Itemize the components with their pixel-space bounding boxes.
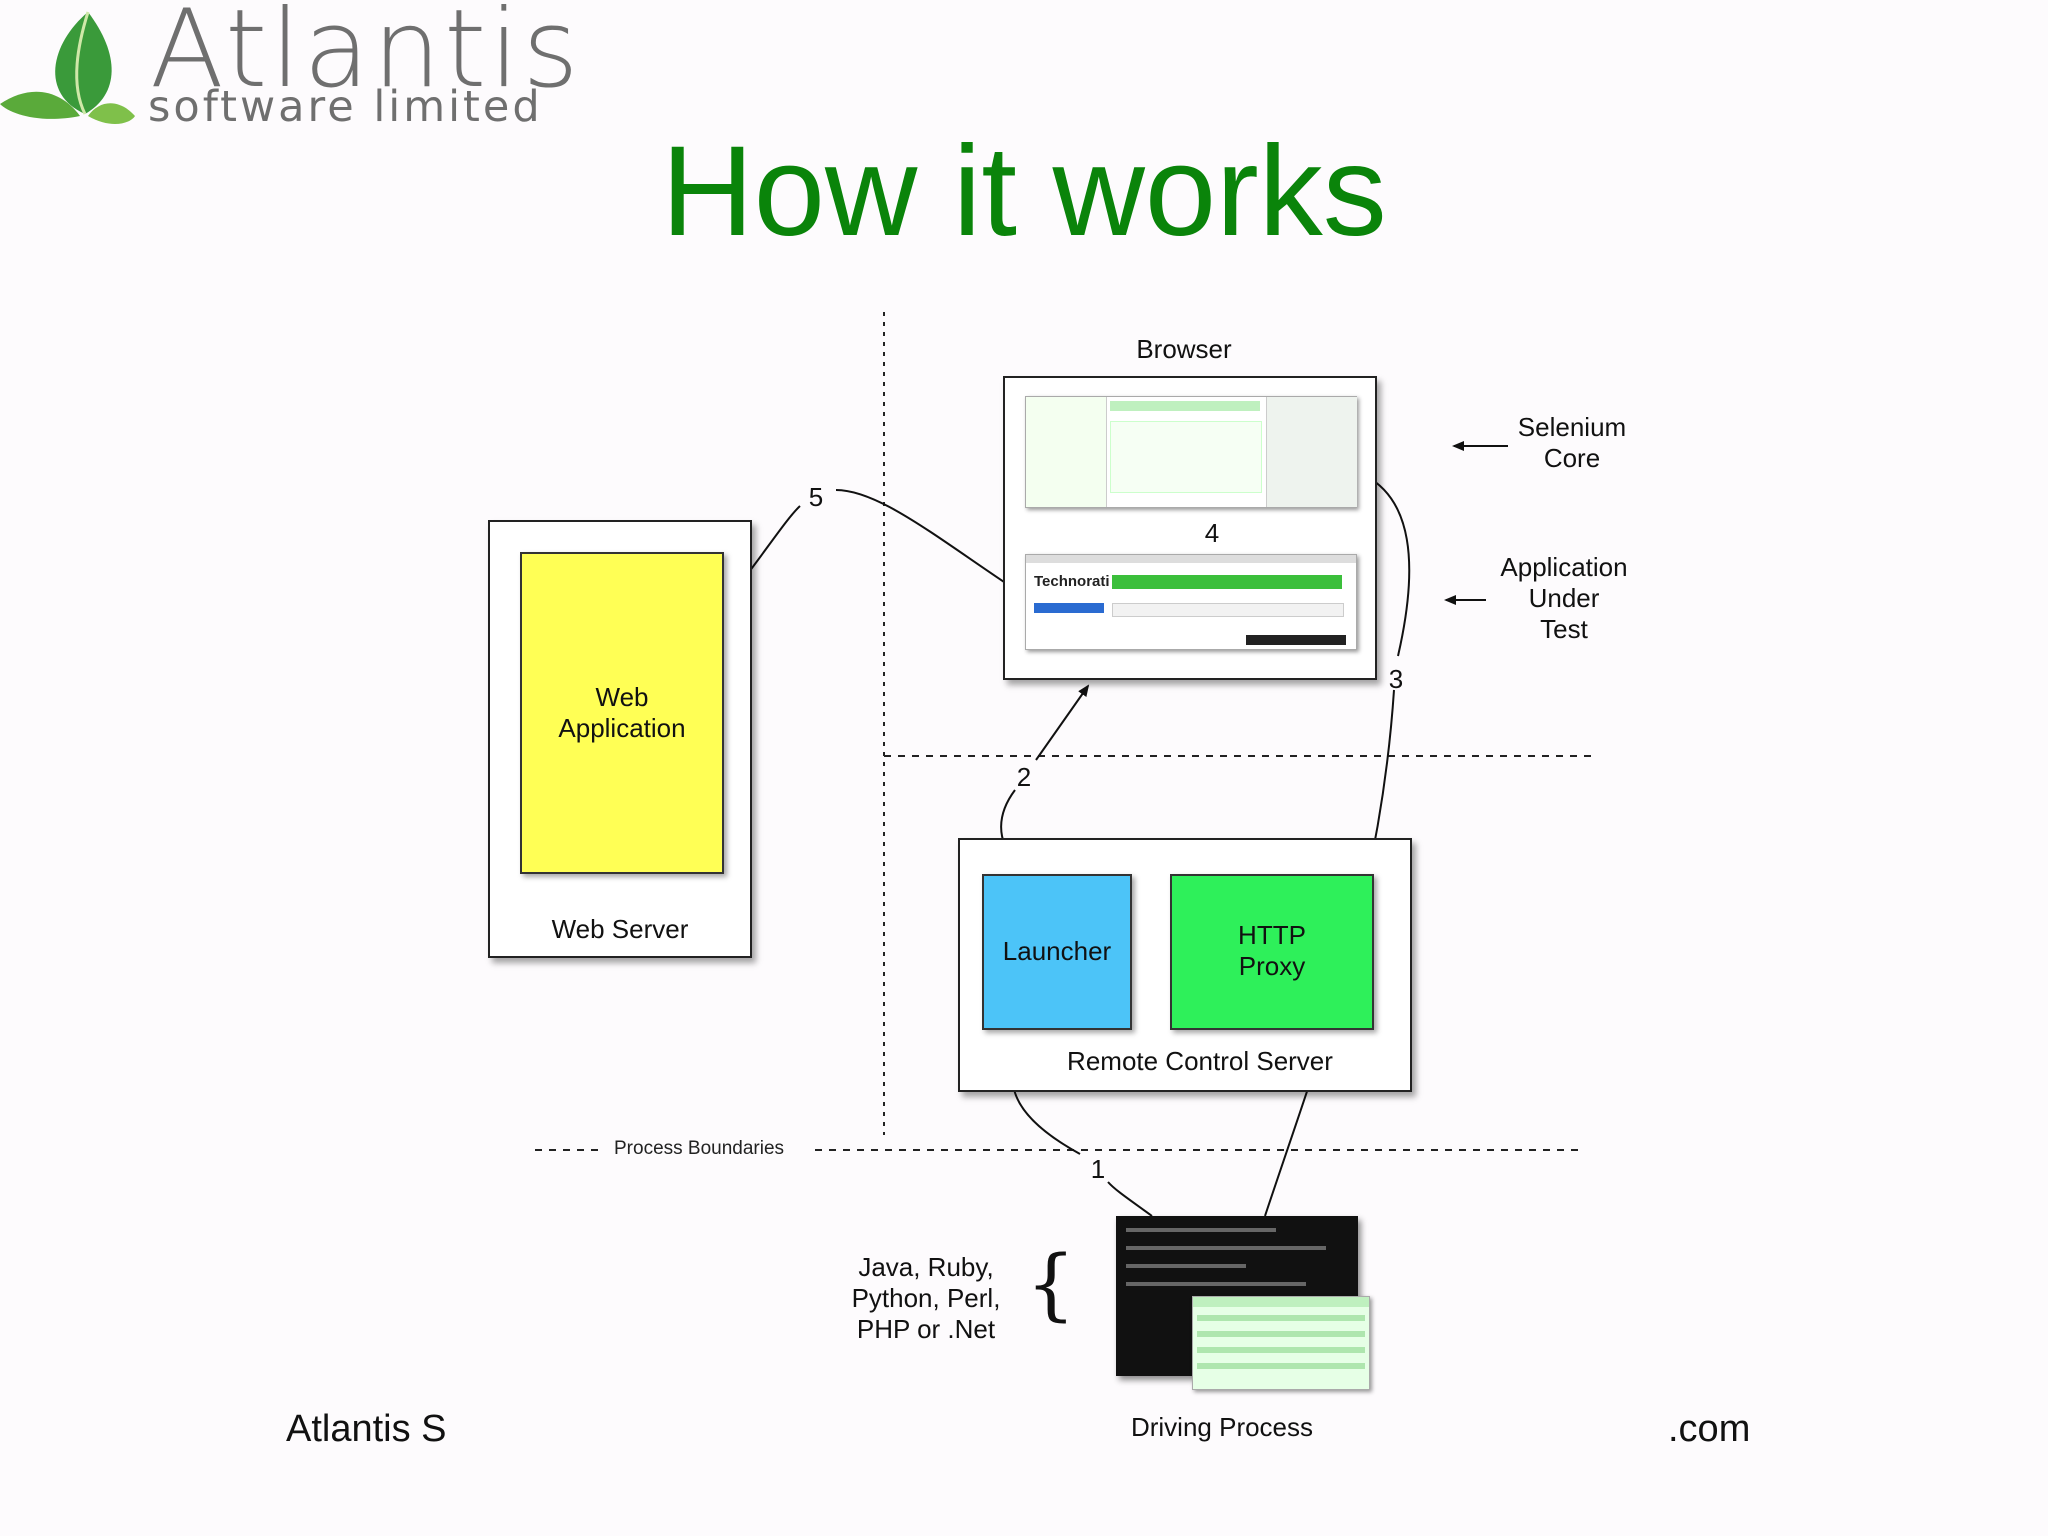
brace-icon: { [1026, 1240, 1076, 1330]
step-1-label: 1 [1090, 1154, 1106, 1184]
driving-process-screenshot [1116, 1216, 1370, 1390]
logo-leaf-icon [0, 11, 135, 124]
step-3-label: 3 [1388, 664, 1404, 694]
web-application-box: Web Application [520, 552, 724, 874]
footer-right: .com [1668, 1408, 1751, 1451]
selenium-core-label: Selenium Core [1517, 412, 1627, 474]
launcher-label: Launcher [1002, 936, 1112, 966]
logo-wordmark: Atlantis [150, 0, 582, 112]
footer-left: Atlantis S [286, 1408, 447, 1451]
remote-control-server-label: Remote Control Server [1067, 1046, 1333, 1076]
launcher-box: Launcher [982, 874, 1132, 1030]
browser-box: Technorati [1003, 376, 1377, 680]
languages-label: Java, Ruby, Python, Perl, PHP or .Net [851, 1252, 1001, 1345]
web-server-box: Web Application Web Server [488, 520, 752, 958]
http-proxy-box: HTTP Proxy [1170, 874, 1374, 1030]
web-application-label: Web Application [558, 682, 686, 744]
technorati-logo: Technorati [1034, 573, 1110, 590]
step-2-label: 2 [1016, 762, 1032, 792]
app-under-test-label: Application Under Test [1500, 552, 1628, 645]
browser-label: Browser [1136, 334, 1232, 364]
app-under-test-screenshot: Technorati [1025, 554, 1357, 650]
remote-control-server-box: Launcher HTTP Proxy Remote Control Serve… [958, 838, 1412, 1092]
web-server-label: Web Server [551, 914, 689, 944]
selenium-core-screenshot [1025, 396, 1357, 508]
step-5-label: 5 [808, 482, 824, 512]
logo-tagline: software limited [148, 82, 543, 132]
arrow-5 [723, 489, 1022, 604]
slide-title: How it works [661, 120, 1387, 263]
driving-process-label: Driving Process [1130, 1412, 1314, 1442]
http-proxy-label: HTTP Proxy [1238, 920, 1306, 982]
step-4-label: 4 [1204, 518, 1220, 548]
process-boundaries-label: Process Boundaries [614, 1138, 785, 1159]
